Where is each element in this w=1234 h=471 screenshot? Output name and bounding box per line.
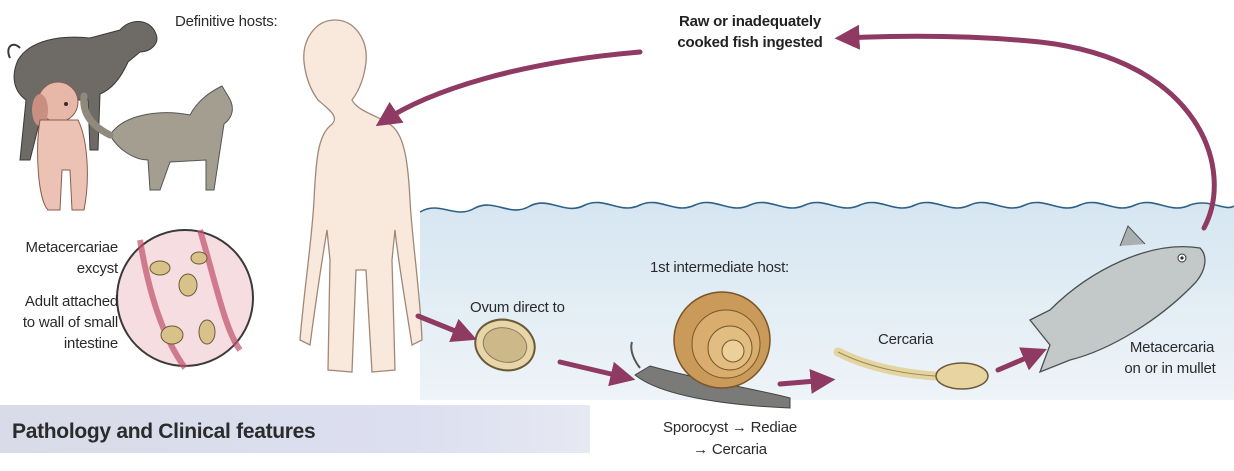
- intestine-inset: [117, 230, 253, 368]
- cercaria-illustration: [838, 352, 988, 389]
- arrow-ovum-to-snail: [560, 362, 628, 378]
- section-heading: Pathology and Clinical features: [12, 420, 315, 444]
- cat-illustration: [84, 86, 233, 190]
- adult-label-line1: Adult attached: [0, 292, 118, 311]
- metacercariae-label-line1: Metacercariae: [0, 238, 118, 257]
- arrow-ingested-to-human: [382, 52, 640, 122]
- arrow-snail-to-cercaria: [780, 380, 828, 384]
- sporocyst-label-line2: → Cercaria: [620, 440, 840, 459]
- ingested-label-line2: cooked fish ingested: [640, 33, 860, 52]
- puppy-illustration: [32, 82, 87, 210]
- adult-label-line2: to wall of small: [0, 313, 118, 332]
- arrow-fish-to-human: [842, 36, 1214, 228]
- adult-label-line3: intestine: [0, 334, 118, 353]
- arrow-human-to-ovum: [418, 316, 470, 337]
- metacercariae-label-line2: excyst: [0, 259, 118, 278]
- ovum-label: Ovum direct to: [470, 298, 565, 317]
- arrow-cercaria-to-fish: [998, 352, 1040, 370]
- first-host-label: 1st intermediate host:: [650, 258, 789, 277]
- metacercaria-label-line1: Metacercaria: [1110, 338, 1234, 357]
- ovum-illustration: [470, 313, 541, 377]
- sporocyst-label-line1: Sporocyst → Rediae: [620, 418, 840, 437]
- snail-illustration: [631, 292, 790, 408]
- human-silhouette: [300, 20, 422, 372]
- cercaria-label: Cercaria: [878, 330, 933, 349]
- definitive-hosts-label: Definitive hosts:: [175, 12, 277, 31]
- ingested-label-line1: Raw or inadequately: [640, 12, 860, 31]
- metacercaria-label-line2: on or in mullet: [1106, 359, 1234, 378]
